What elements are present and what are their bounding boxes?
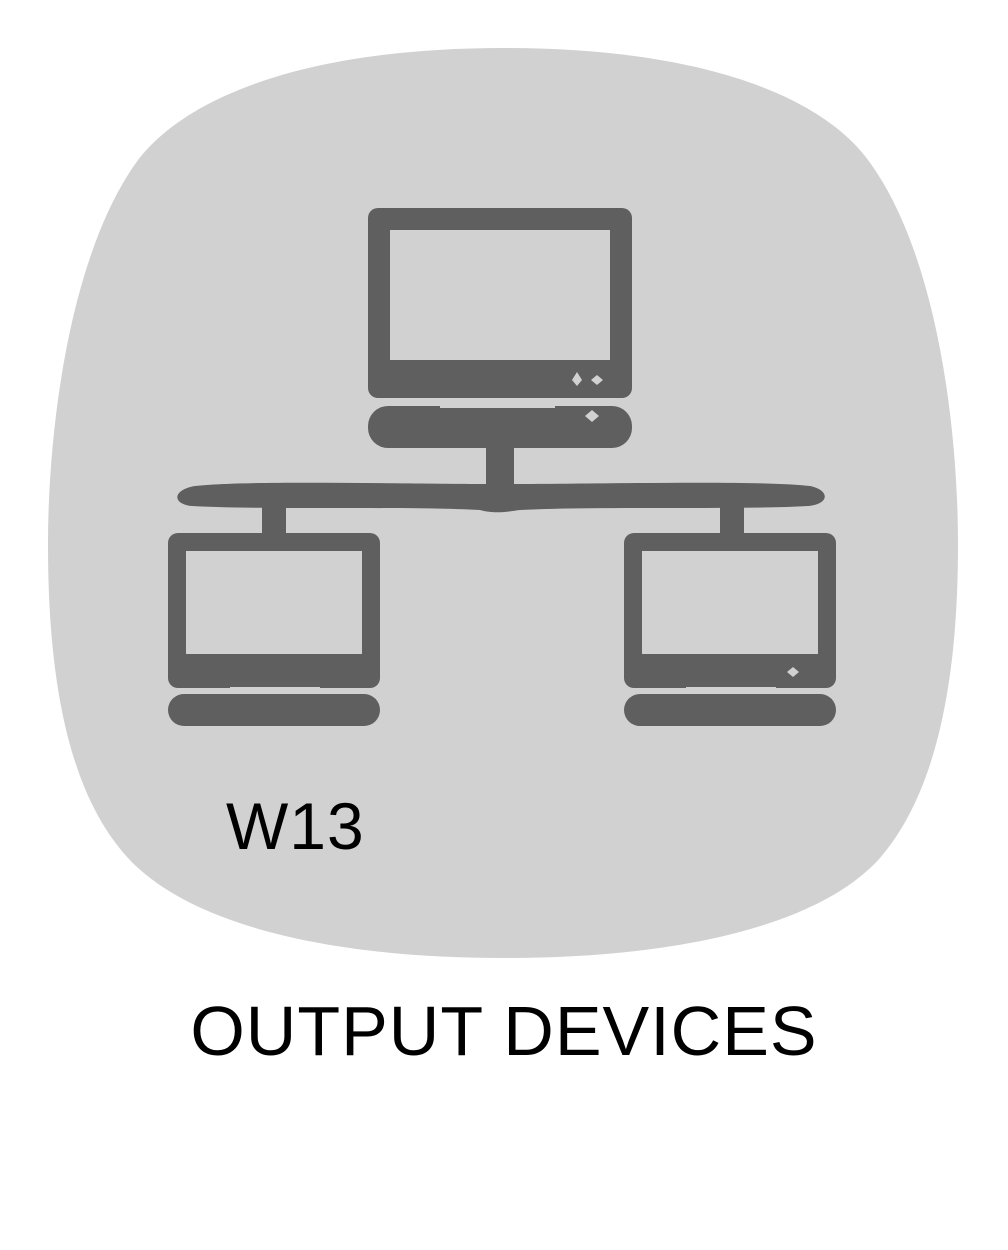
monitor-right-base — [624, 694, 836, 726]
monitor-left-screen — [186, 551, 362, 654]
monitor-left-base — [168, 694, 380, 726]
monitor-top-base — [368, 406, 632, 448]
caption-title: OUTPUT DEVICES — [190, 992, 818, 1070]
tile-code-label: W13 — [226, 789, 365, 863]
monitor-top-screen — [390, 230, 610, 360]
computer-network-icon — [168, 208, 836, 726]
tile-graphic — [48, 48, 958, 958]
monitor-right-screen — [642, 551, 818, 654]
icon-tile: W13 — [48, 48, 958, 958]
network-bus — [177, 482, 825, 513]
